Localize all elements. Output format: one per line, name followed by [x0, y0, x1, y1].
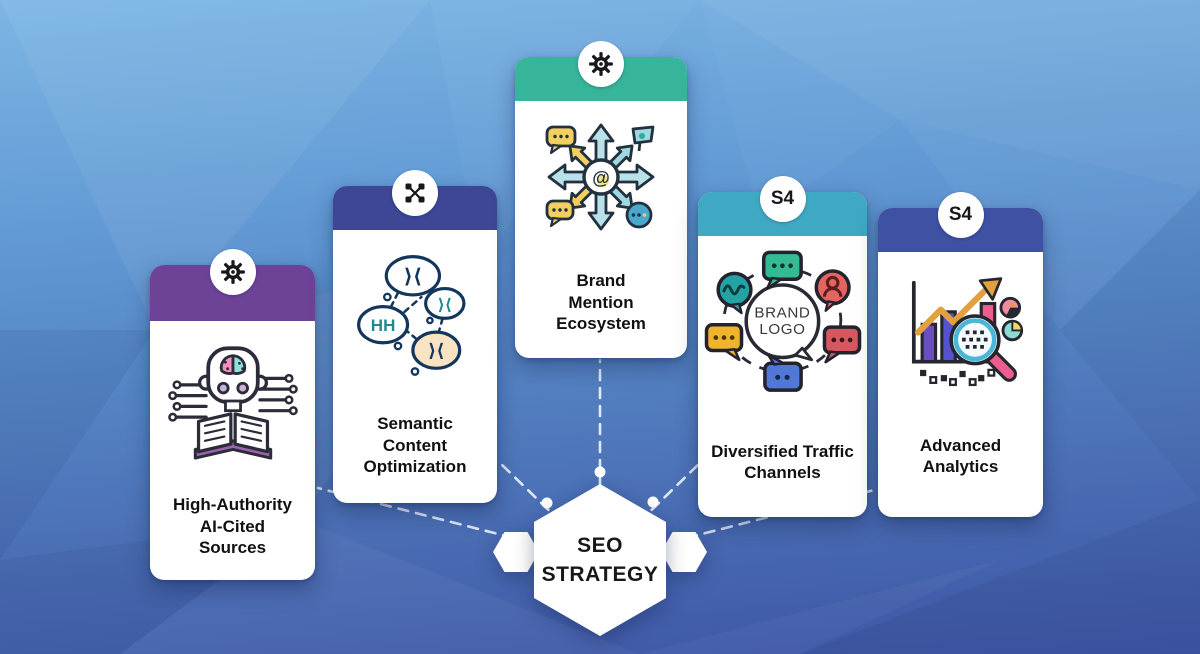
thought-bubbles-icon: ⟩⟨ ⟩⟨ HH ⟩⟨ [351, 246, 479, 380]
center-hexagon-label-line1: SEO [577, 533, 623, 557]
card-title: Brand Mention Ecosystem [556, 271, 646, 333]
badge-s4: S4 [937, 192, 984, 238]
badge-text: S4 [770, 188, 795, 209]
radiating-arrows-icon: @ [539, 115, 663, 239]
gear-icon [578, 41, 624, 87]
analytics-magnifier-icon [891, 266, 1031, 396]
left-small-hexagon [493, 532, 539, 572]
card-semantic-content-optimization: ⟩⟨ ⟩⟨ HH ⟩⟨ Semantic Content Optimizatio… [333, 168, 497, 503]
gear-icon [209, 249, 256, 295]
center-hexagon-label-line2: STRATEGY [541, 563, 659, 586]
network-nodes-icon [392, 170, 438, 216]
card-brand-mention-ecosystem: @ Brand Mention Ecosystem [515, 39, 687, 358]
connector-dot [594, 466, 606, 478]
center-hexagon: SEO STRATEGY [534, 484, 666, 636]
ai-robot-book-icon [163, 331, 303, 471]
badge-text: S4 [948, 204, 973, 225]
card-high-authority-ai-cited-sources: High-Authority AI-Cited Sources [150, 247, 315, 580]
svg-text:⟩⟨: ⟩⟨ [404, 266, 422, 288]
badge-s4: S4 [759, 176, 806, 222]
card-title: Semantic Content Optimization [363, 414, 467, 476]
svg-text:BRAND: BRAND [754, 305, 810, 322]
brand-network-icon: BRAND LOGO [704, 250, 862, 396]
svg-text:⟩⟨: ⟩⟨ [428, 341, 445, 361]
svg-text:⟩⟨: ⟩⟨ [437, 297, 452, 314]
svg-text:HH: HH [371, 316, 396, 335]
card-title: High-Authority AI-Cited Sources [173, 495, 292, 557]
card-diversified-traffic-channels: S4 BRAND LOGO [698, 174, 867, 517]
card-title: Diversified Traffic Channels [711, 441, 854, 482]
svg-text:@: @ [592, 168, 610, 188]
card-advanced-analytics: S4 [878, 190, 1043, 517]
card-title: Advanced Analytics [919, 435, 1002, 476]
right-small-hexagon [661, 532, 707, 572]
svg-text:LOGO: LOGO [759, 321, 805, 338]
